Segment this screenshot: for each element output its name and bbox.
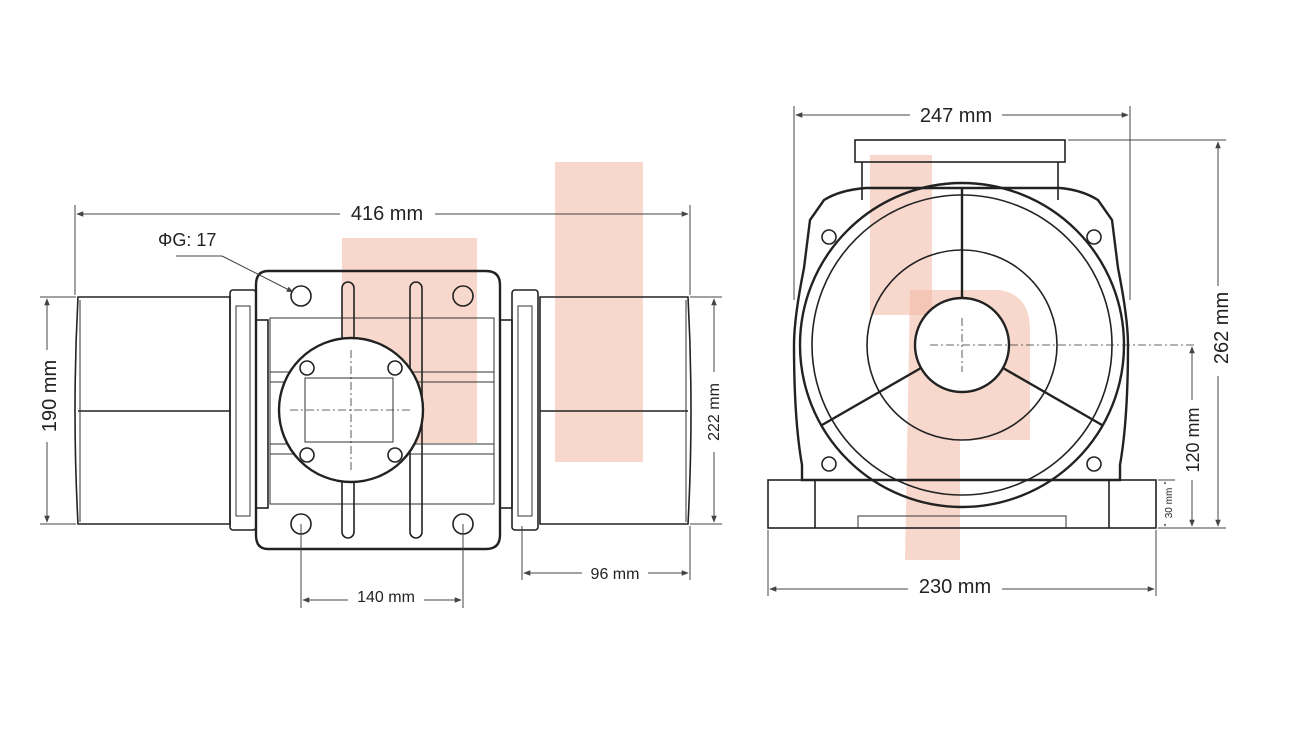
side-view: [74, 269, 692, 551]
end-view: [767, 139, 1195, 529]
end-dimensions: 247 mm 262 mm 120 mm 30 mm 230 mm: [767, 102, 1233, 600]
base-height-label: 30 mm: [1164, 488, 1175, 519]
height-right-label: 222 mm: [706, 383, 723, 441]
side-dimensions: 416 mm ΦG: 17 190 mm 222 mm 140 mm 96 mm: [36, 202, 724, 608]
hole-spacing-label: 140 mm: [357, 589, 415, 606]
overall-height-label: 262 mm: [1211, 292, 1233, 364]
overall-length-label: 416 mm: [351, 203, 423, 225]
height-left-label: 190 mm: [39, 360, 61, 432]
center-height-label: 120 mm: [1183, 407, 1203, 472]
base-width-label: 230 mm: [919, 576, 991, 598]
end-length-label: 96 mm: [591, 566, 640, 583]
top-width-label: 247 mm: [920, 105, 992, 127]
hole-diameter-label: ΦG: 17: [158, 230, 216, 250]
